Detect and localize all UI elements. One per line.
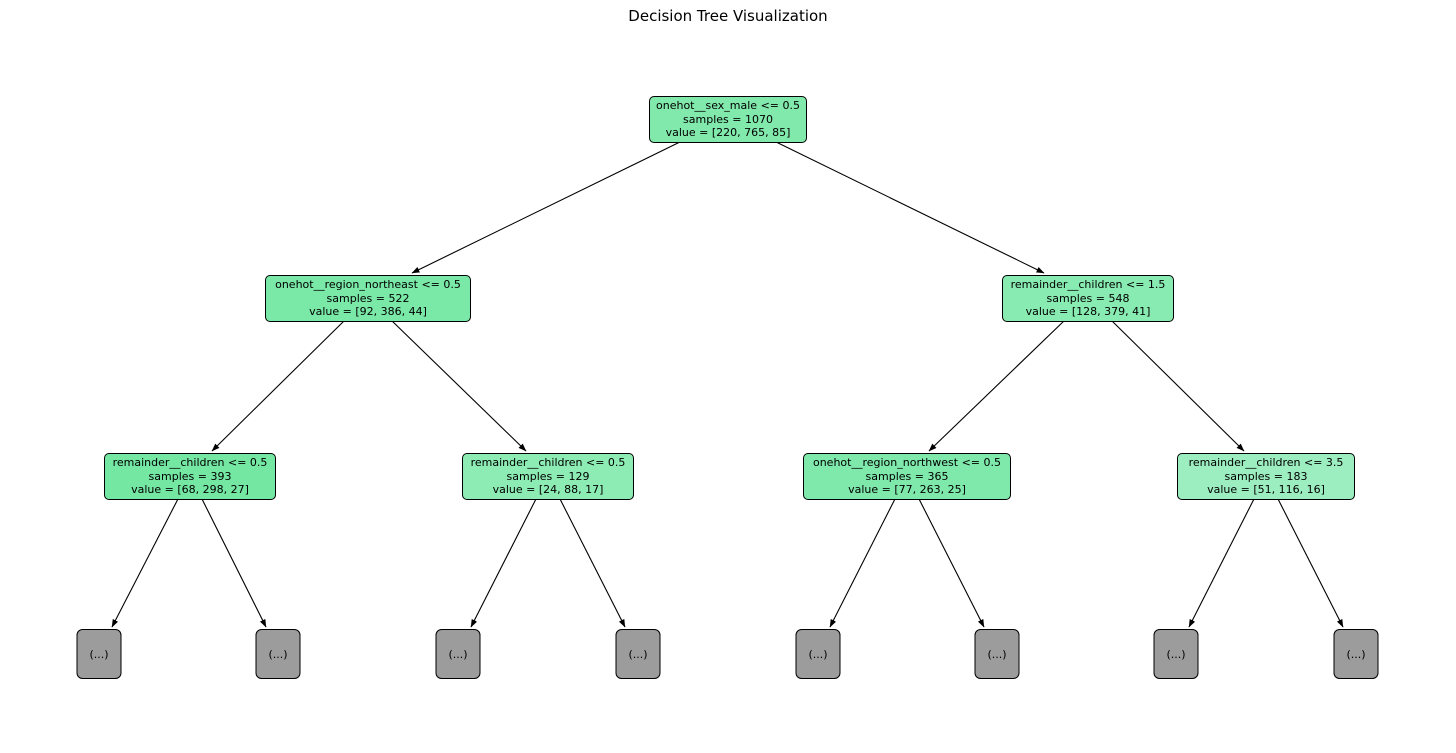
- node-samples: samples = 548: [1046, 291, 1130, 305]
- edge-d2n3-to-leaf6: [917, 496, 985, 628]
- tree-node-depth1-left: onehot__region_northeast <= 0.5 samples …: [265, 275, 471, 322]
- tree-node-root: onehot__sex_male <= 0.5 samples = 1070 v…: [649, 96, 807, 143]
- node-value: value = [128, 379, 41]: [1025, 305, 1151, 318]
- edge-d2n3-to-leaf5: [829, 496, 897, 628]
- edge-root-to-right: [771, 139, 1045, 274]
- node-samples: samples = 393: [148, 469, 232, 483]
- tree-node-depth1-right: remainder__children <= 1.5 samples = 548…: [1002, 275, 1174, 322]
- node-condition: remainder__children <= 0.5: [112, 456, 268, 469]
- node-condition: onehot__region_northwest <= 0.5: [812, 456, 1001, 469]
- edge-d1r-to-d2n3: [928, 318, 1067, 452]
- node-condition: remainder__children <= 0.5: [470, 456, 626, 469]
- leaf-node-4: (...): [615, 629, 661, 679]
- leaf-node-3: (...): [435, 629, 481, 679]
- edge-d2n4-to-leaf7: [1188, 496, 1256, 628]
- node-value: value = [68, 298, 27]: [131, 483, 249, 496]
- leaf-node-5: (...): [795, 629, 841, 679]
- node-value: value = [77, 263, 25]: [848, 483, 966, 496]
- leaf-node-7: (...): [1153, 629, 1199, 679]
- tree-node-depth2-node1: remainder__children <= 0.5 samples = 393…: [104, 453, 276, 500]
- leaf-node-1: (...): [76, 629, 122, 679]
- leaf-node-6: (...): [974, 629, 1020, 679]
- edge-d1l-to-d2n2: [389, 318, 527, 452]
- leaf-label: (...): [987, 647, 1007, 661]
- leaf-label: (...): [89, 647, 109, 661]
- node-condition: onehot__sex_male <= 0.5: [656, 99, 800, 112]
- edge-d2n4-to-leaf8: [1276, 496, 1344, 628]
- leaf-node-8: (...): [1333, 629, 1379, 679]
- node-samples: samples = 129: [506, 469, 590, 483]
- leaf-node-2: (...): [255, 629, 301, 679]
- node-value: value = [51, 116, 16]: [1207, 483, 1325, 496]
- tree-node-depth2-node2: remainder__children <= 0.5 samples = 129…: [462, 453, 634, 500]
- leaf-label: (...): [628, 647, 648, 661]
- tree-node-depth2-node3: onehot__region_northwest <= 0.5 samples …: [803, 453, 1011, 500]
- leaf-label: (...): [268, 647, 288, 661]
- leaf-label: (...): [808, 647, 828, 661]
- node-samples: samples = 183: [1224, 469, 1308, 483]
- node-condition: onehot__region_northeast <= 0.5: [275, 278, 461, 291]
- leaf-label: (...): [1166, 647, 1186, 661]
- edge-d2n2-to-leaf3: [470, 496, 538, 628]
- tree-node-depth2-node4: remainder__children <= 3.5 samples = 183…: [1177, 453, 1355, 500]
- node-value: value = [92, 386, 44]: [309, 305, 427, 318]
- node-condition: remainder__children <= 3.5: [1188, 456, 1344, 469]
- edge-root-to-left: [411, 139, 685, 274]
- node-samples: samples = 522: [326, 291, 410, 305]
- leaf-label: (...): [448, 647, 468, 661]
- node-value: value = [220, 765, 85]: [665, 126, 791, 139]
- node-value: value = [24, 88, 17]: [492, 483, 604, 496]
- edge-d1r-to-d2n4: [1109, 318, 1245, 452]
- edge-d2n1-to-leaf1: [111, 496, 180, 628]
- leaf-label: (...): [1346, 647, 1366, 661]
- edge-d2n2-to-leaf4: [558, 496, 626, 628]
- node-condition: remainder__children <= 1.5: [1010, 278, 1166, 291]
- node-samples: samples = 1070: [683, 112, 773, 126]
- edge-d2n1-to-leaf2: [200, 496, 267, 628]
- edge-lines: [111, 139, 1344, 628]
- node-samples: samples = 365: [865, 469, 949, 483]
- edge-d1l-to-d2n1: [211, 318, 347, 452]
- figure-title: Decision Tree Visualization: [628, 7, 828, 25]
